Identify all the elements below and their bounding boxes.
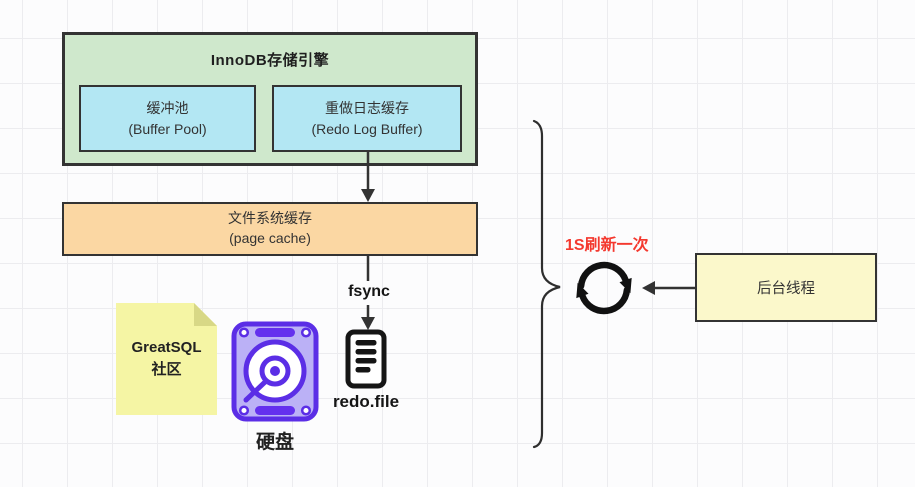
- background-thread-label: 后台线程: [757, 281, 815, 297]
- redo-log-buffer-label-en: (Redo Log Buffer): [311, 120, 423, 137]
- arrow-thread-to-refresh: [642, 281, 695, 295]
- redo-file-label: redo.file: [332, 392, 400, 411]
- innodb-engine-group: InnoDB存储引擎 缓冲池 (Buffer Pool) 重做日志缓存 (Red…: [62, 32, 478, 166]
- innodb-engine-title: InnoDB存储引擎: [210, 52, 330, 69]
- background-thread-node: 后台线程: [695, 253, 877, 322]
- buffer-pool-node: 缓冲池 (Buffer Pool): [79, 85, 256, 152]
- redo-log-buffer-node: 重做日志缓存 (Redo Log Buffer): [272, 85, 462, 152]
- page-cache-node: 文件系统缓存 (page cache): [62, 202, 478, 256]
- sticky-note-line1: GreatSQL: [131, 339, 202, 357]
- buffer-pool-label-en: (Buffer Pool): [128, 120, 207, 137]
- refresh-cycle-icon: [576, 261, 632, 315]
- page-cache-label-cn: 文件系统缓存: [228, 210, 312, 227]
- sticky-note-fold: [194, 303, 217, 326]
- disk-label: 硬盘: [255, 432, 294, 453]
- grouping-brace: [532, 119, 561, 449]
- sticky-note-line2: 社区: [151, 361, 182, 378]
- redo-log-buffer-label-cn: 重做日志缓存: [325, 100, 409, 117]
- refresh-interval-label: 1S刷新一次: [565, 237, 649, 254]
- buffer-pool-label-cn: 缓冲池: [146, 100, 189, 117]
- page-cache-label-en: (page cache): [229, 230, 311, 246]
- fsync-label: fsync: [348, 283, 390, 300]
- hard-disk-icon: [231, 321, 319, 422]
- document-file-icon: [345, 329, 387, 389]
